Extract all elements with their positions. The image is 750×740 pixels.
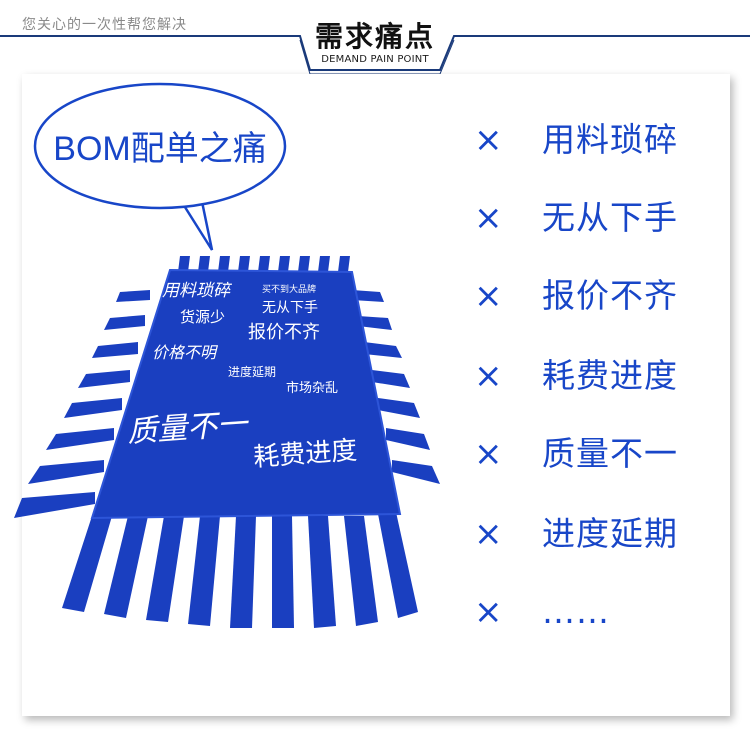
chip-label: 进度延期 (228, 364, 276, 379)
chip-labels: 用料琐碎 买不到大品牌 无从下手 货源少 报价不齐 价格不明 进度延期 市场杂乱… (126, 281, 358, 472)
pain-point-text: 用料琐碎 (542, 120, 678, 159)
cross-icon: × (474, 514, 503, 554)
list-item: × 质量不一 (468, 424, 718, 484)
pain-point-text: 质量不一 (542, 434, 678, 473)
cross-icon: × (474, 276, 503, 316)
chip-label: 耗费进度 (252, 435, 358, 472)
list-item: × 无从下手 (468, 188, 718, 248)
cross-icon: × (474, 198, 503, 238)
chip-label: 无从下手 (262, 299, 318, 315)
chip-label: 市场杂乱 (286, 380, 338, 395)
pain-point-text: …… (542, 592, 610, 631)
cross-icon: × (474, 592, 503, 632)
header-tagline: 您关心的一次性帮您解决 (22, 17, 187, 33)
chip-label: 价格不明 (152, 344, 219, 362)
cross-icon: × (474, 356, 503, 396)
pain-point-text: 进度延期 (542, 514, 678, 553)
chip-label: 买不到大品牌 (262, 283, 316, 294)
page-title: 需求痛点 (314, 20, 435, 53)
header: 您关心的一次性帮您解决 需求痛点 DEMAND PAIN POINT (0, 0, 750, 80)
chip-label: 货源少 (180, 309, 225, 326)
chip-label: 用料琐碎 (162, 281, 233, 300)
cross-icon: × (474, 434, 503, 474)
list-item: × 耗费进度 (468, 346, 718, 406)
pain-point-text: 报价不齐 (542, 276, 678, 315)
speech-bubble: BOM配单之痛 (33, 82, 287, 251)
list-item: × 进度延期 (468, 504, 718, 564)
list-item: × 报价不齐 (468, 266, 718, 326)
page-subtitle: DEMAND PAIN POINT (321, 54, 429, 65)
pain-point-text: 无从下手 (542, 198, 678, 237)
chip-body (92, 270, 400, 518)
chip-pins (14, 256, 440, 628)
pain-point-text: 耗费进度 (542, 356, 678, 395)
chip-label: 报价不齐 (248, 322, 320, 342)
list-item: × 用料琐碎 (468, 110, 718, 170)
cross-icon: × (474, 120, 503, 160)
list-item: × …… (468, 582, 718, 642)
bubble-text: BOM配单之痛 (53, 130, 266, 168)
